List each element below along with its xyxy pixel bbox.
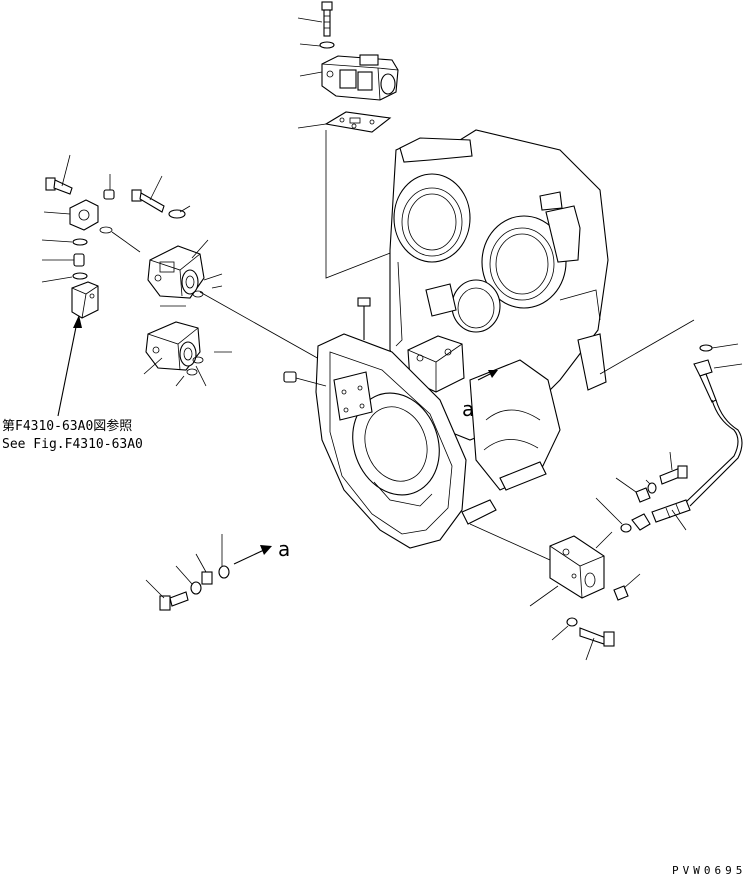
leader-line: [145, 579, 165, 599]
right-valve-block: [549, 535, 605, 599]
left-o-ring-1: [72, 238, 88, 246]
hose-fitting-lower: [651, 499, 691, 523]
top-valve: [321, 54, 399, 101]
bottom-washer-1: [190, 581, 202, 595]
leader-line: [299, 43, 321, 47]
left-pump-group: [41, 154, 361, 417]
leader-line: [41, 276, 73, 283]
bottom-left-fasteners: a: [145, 534, 290, 611]
reference-arrow: [57, 321, 78, 417]
housing-bolt-head: [357, 297, 371, 307]
reference-arrowhead: [73, 315, 82, 328]
leader-line: [195, 365, 207, 387]
leader-line: [669, 451, 673, 471]
leader-line: [299, 71, 323, 77]
leader-line: [711, 343, 739, 349]
right-washer: [647, 482, 657, 494]
bottom-right-washer: [566, 617, 578, 627]
top-bolt: [321, 1, 333, 37]
pump-2: [145, 321, 201, 371]
leader-line: [191, 239, 209, 259]
arrow-label-a: a: [278, 537, 290, 561]
leader-line: [623, 573, 641, 589]
arrow-a-head: [260, 545, 272, 555]
leader-line: [297, 123, 327, 129]
left-bolt-2: [131, 189, 165, 213]
hose: [685, 399, 739, 503]
left-flange: [69, 199, 99, 231]
leader-line: [645, 479, 651, 485]
view-label-a: a: [462, 397, 474, 421]
leader-line: [595, 531, 613, 549]
top-washer: [319, 41, 335, 49]
small-o-ring-right: [620, 523, 632, 533]
transmission-housing: a: [283, 129, 609, 549]
leader-line: [599, 319, 695, 375]
top-valve-assembly: [297, 1, 399, 279]
leader-line: [529, 585, 559, 607]
small-o-ring: [186, 368, 198, 376]
left-washer: [168, 209, 186, 219]
leader-line: [713, 363, 743, 369]
o-ring-thin: [99, 226, 113, 234]
leader-line: [671, 509, 687, 531]
small-clamp: [635, 487, 651, 503]
bottom-washer-2: [218, 565, 230, 579]
leader-line: [595, 497, 623, 525]
left-block: [71, 281, 99, 319]
leader-line: [551, 625, 569, 641]
leader-line: [469, 523, 551, 561]
leader-line: [195, 553, 207, 573]
pump-1: [147, 245, 205, 299]
leader-line: [179, 205, 191, 213]
view-arrowhead: [488, 370, 498, 378]
reference-note: 第F4310-63A0図参照 See Fig.F4310-63A0: [2, 418, 143, 452]
leader-line: [43, 211, 71, 215]
left-fitting: [73, 253, 85, 267]
left-o-ring-2: [72, 272, 88, 280]
right-hose-group: [469, 319, 743, 661]
leader-line: [175, 375, 185, 387]
leader-line: [61, 154, 71, 187]
pump-2-o-ring: [192, 356, 204, 364]
hose-o-ring: [699, 344, 713, 352]
leader-line: [211, 285, 223, 289]
reference-note-en: See Fig.F4310-63A0: [2, 437, 143, 452]
hose-fitting-upper: [693, 359, 717, 403]
bottom-bolt: [159, 591, 189, 611]
leader-line: [111, 231, 141, 253]
leader-line: [325, 130, 399, 279]
drawing-code: PVW0695: [672, 864, 746, 877]
right-bolt: [659, 465, 688, 485]
right-nut: [613, 585, 629, 601]
reference-note-jp: 第F4310-63A0図参照: [2, 418, 132, 434]
leader-line: [175, 565, 193, 585]
pump-1-o-ring: [192, 290, 204, 298]
elbow: [631, 513, 651, 531]
top-gasket: [324, 111, 392, 133]
left-bolt-1: [45, 177, 73, 195]
leader-line: [149, 175, 163, 201]
leader-line: [585, 637, 595, 661]
left-plug: [103, 189, 115, 200]
leader-line: [615, 477, 637, 493]
leader-line: [203, 273, 223, 281]
housing-plug: [283, 371, 297, 383]
bottom-nut: [201, 571, 213, 585]
arrow-a-shaft: [233, 549, 265, 565]
leader-line: [297, 17, 323, 23]
leader-line: [143, 357, 163, 375]
bottom-right-bolt: [579, 627, 615, 647]
leader-line: [41, 239, 73, 243]
